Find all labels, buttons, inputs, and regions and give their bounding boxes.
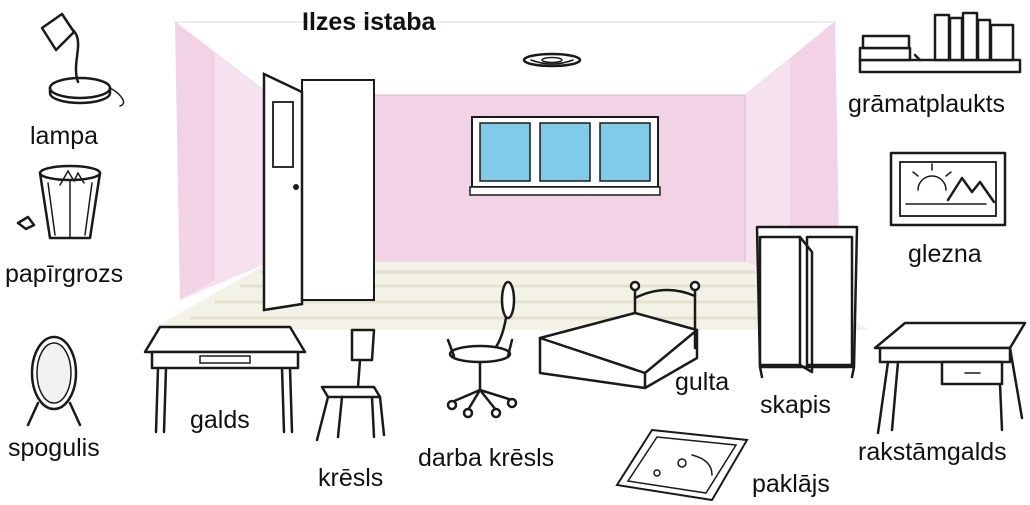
wardrobe-icon (755, 225, 859, 379)
label-rakstamgalds: rakstāmgalds (858, 438, 1007, 466)
chair-icon (315, 328, 386, 442)
label-lampa: lampa (30, 122, 99, 150)
label-papirgrozs: papīrgrozs (5, 260, 124, 288)
wastebasket-icon (16, 164, 102, 240)
label-paklajs: paklājs (752, 470, 830, 498)
window-icon (469, 116, 661, 196)
ceiling-light-icon (522, 52, 582, 68)
desk-lamp-icon (40, 12, 125, 107)
bed-icon (538, 280, 701, 390)
label-kresls: krēsls (318, 464, 384, 492)
page-title: Ilzes istaba (302, 8, 436, 36)
label-gulta: gulta (675, 368, 730, 396)
label-galds: galds (190, 406, 250, 434)
office-chair-icon (446, 280, 518, 419)
rug-icon (615, 428, 749, 502)
bookshelf-icon (858, 11, 1022, 74)
writing-desk-icon (873, 321, 1027, 435)
standing-mirror-icon (26, 335, 82, 427)
door-icon (262, 72, 375, 312)
painting-icon (889, 151, 1007, 227)
table-icon (143, 325, 307, 434)
label-glezna: glezna (908, 240, 982, 268)
label-darba-kresls: darba krēsls (418, 444, 555, 472)
label-spogulis: spogulis (8, 434, 100, 462)
label-gramatplaukts: grāmatplaukts (848, 90, 1006, 118)
label-skapis: skapis (760, 391, 831, 419)
